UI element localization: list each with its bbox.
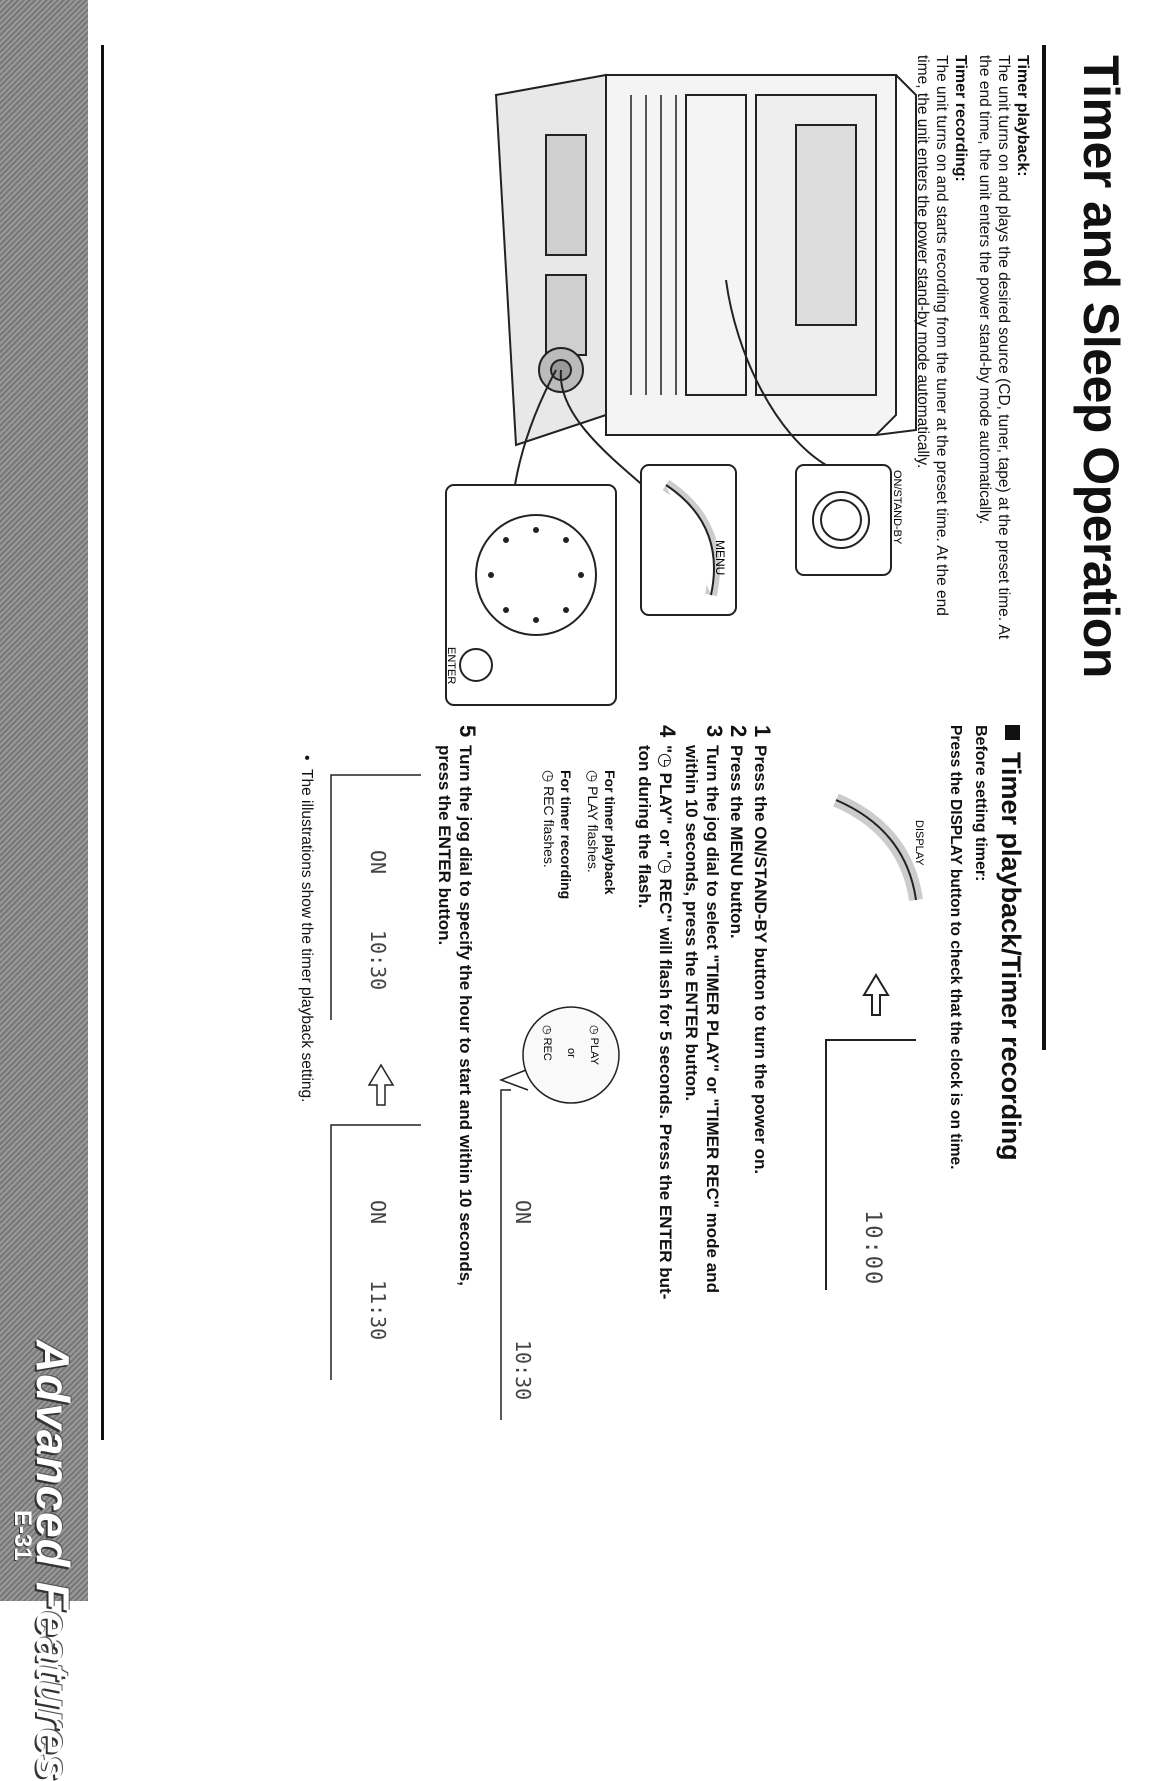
bottom-rule [101,45,104,1440]
arrow-right-icon [367,1063,395,1106]
bubble-or: or [565,1048,577,1058]
page-number: E-31 [9,1510,36,1561]
step-5-number: 5 [455,725,480,738]
step-4-display: ◷ PLAY or ◷ REC ON 10:30 [498,1006,620,1420]
timer-playback-note-head: For timer playback [602,770,618,895]
timer-playback-note-text: ◷ PLAY flashes. [585,770,601,873]
step-4-notes: For timer playback ◷ PLAY flashes. For t… [540,770,618,970]
step-1-number: 1 [750,725,775,738]
manual-page: Timer and Sleep Operation Timer playback… [0,0,1129,1781]
step-2-number: 2 [726,725,751,738]
page-title: Timer and Sleep Operation [1073,55,1129,678]
on-standby-label: ON/STAND-BY [891,470,903,545]
step-5-displays: ON 10:30 ON 11:30 [330,774,421,1380]
step-3-number: 3 [702,725,727,738]
step-5-second-on: ON [366,1200,390,1224]
illustration-note: • The illustrations show the timer playb… [298,755,315,1103]
before-setting-heading: Before setting timer: [972,725,989,882]
display-label: DISPLAY [913,820,925,866]
step-3-text-2: within 10 seconds, press the ENTER butto… [682,745,701,1102]
step-3: 3 Turn the jog dial to select "TIMER PLA… [681,725,727,1645]
bullet-icon: • [298,755,315,770]
step-1-text: Press the ON/STAND-BY button to turn the… [751,745,770,1175]
timer-recording-note-text: ◷ REC flashes. [541,770,557,868]
step-4-text-2: ton during the flash. [635,745,654,909]
stereo-unit-illustration: ON/STAND-BY MENU ENTER [445,73,917,706]
step-2-text: Press the MENU button. [727,745,746,939]
section-title: Timer playback/Timer recording [995,725,1026,1375]
menu-label: MENU [713,540,727,575]
step-4-lcd-on: ON [511,1200,535,1224]
arrow-right-icon [862,973,890,1016]
step-5-text-2: press the ENTER button. [435,745,454,946]
step-2: 2 Press the MENU button. [726,725,751,1645]
step-5: 5 Turn the jog dial to specify the hour … [434,725,480,1645]
display-clock-illustration: DISPLAY 10:00 [825,793,925,1290]
square-bullet-icon [1004,725,1020,740]
timer-recording-note-head: For timer recording [558,770,574,900]
clock-lcd: 10:00 [860,1210,885,1286]
step-5-second-time: 11:30 [366,1280,390,1340]
step-4-lcd-time: 10:30 [511,1340,535,1400]
step-5-first-time: 10:30 [366,930,390,990]
before-setting-text: Press the DISPLAY button to check that t… [947,725,964,1170]
title-rule [1042,45,1046,1050]
timer-section: Timer playback/Timer recording Before se… [946,725,1026,1375]
step-1: 1 Press the ON/STAND-BY button to turn t… [750,725,775,1645]
step-4-text-1: "◷ PLAY" or "◷ REC" will flash for 5 sec… [656,745,675,1300]
step-4-number: 4 [655,725,680,738]
step-5-text-1: Turn the jog dial to specify the hour to… [456,745,475,1286]
step-4: 4 "◷ PLAY" or "◷ REC" will flash for 5 s… [634,725,680,1645]
step-3-text-1: Turn the jog dial to select "TIMER PLAY"… [703,745,722,1293]
step-5-first-on: ON [366,850,390,874]
bubble-play: ◷ PLAY [588,1025,600,1066]
bubble-rec: ◷ REC [541,1025,553,1061]
enter-label: ENTER [445,647,457,684]
